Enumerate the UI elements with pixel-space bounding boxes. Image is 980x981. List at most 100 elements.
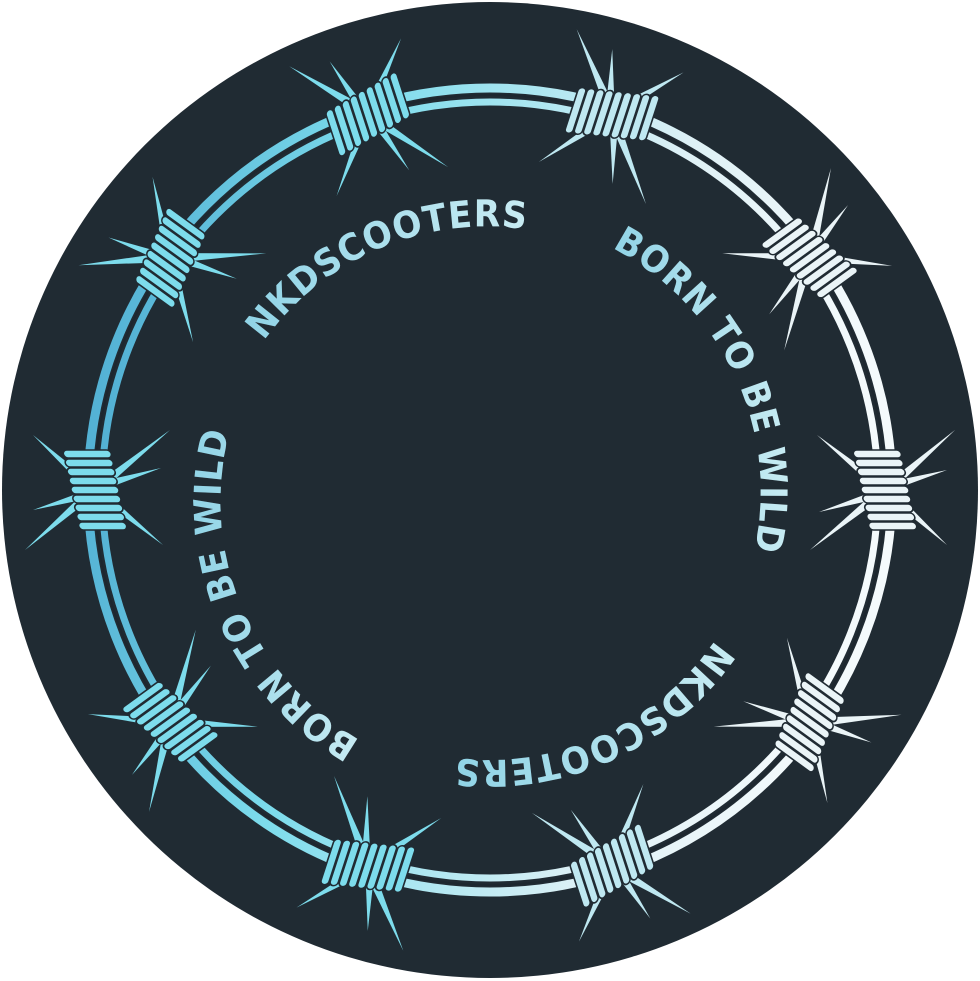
barb-coil [858,476,908,486]
barb-coil [121,681,165,714]
barb-coil [62,449,113,459]
barb-coil [781,721,823,757]
barb-spike [808,168,831,250]
barb-coil [155,712,199,745]
barb-coil [865,512,916,522]
barb-coil [854,458,905,468]
barb-coil [64,458,115,468]
barb-knot [810,430,955,550]
barb-coil [801,254,845,287]
barb-coil [633,823,655,872]
barb-coil [601,841,623,890]
barb-spike [100,430,170,488]
barb-coil [176,730,220,763]
barb-coil [329,839,352,887]
barb-spike [531,812,607,864]
barb-coil [347,841,371,889]
barb-knot [289,38,449,196]
barb-coil [365,843,389,891]
barb-coil [767,223,811,256]
barb-coil [149,240,191,275]
barb-spike [149,730,172,812]
barb-knot [713,637,902,804]
barb-coil [794,247,838,281]
barb-coil [585,850,607,900]
barb-coil [389,71,411,121]
barb-coil [393,845,416,894]
barb-coil [609,836,631,886]
barb-spike [373,116,449,168]
barb-coil [374,844,398,892]
barb-coil [625,827,647,877]
barb-knot [25,430,170,550]
barb-coil [381,76,403,125]
barb-coil [162,718,206,751]
barb-coil [157,223,199,259]
barb-coil [333,103,355,153]
barb-spike [366,873,404,951]
barb-coil [867,521,918,531]
barb-coil [792,696,834,731]
barb-coil [73,503,124,513]
barb-coil [788,241,832,274]
barb-coil [860,485,910,495]
barb-coil [161,215,203,250]
barb-coil [356,842,380,890]
barb-spike [810,492,880,550]
barb-coil [373,80,395,130]
barb-coil [815,266,859,299]
barb-knot [78,176,267,343]
barb-spike [180,253,267,263]
barb-coil [135,693,179,726]
barb-coil [77,521,128,531]
barb-coil [760,217,804,250]
barb-coil [320,838,343,886]
barb-knot [531,784,691,942]
barbed-wire-ring [25,29,955,951]
barb-coil [852,449,903,459]
barb-coil [577,855,599,904]
barb-coil [808,260,852,293]
barb-coil [582,88,606,136]
barb-coil [148,706,192,739]
barb-coil [365,85,387,134]
barb-group [25,29,955,951]
barb-coil [591,89,615,137]
barb-coil [619,92,642,140]
barb-coil [609,91,633,139]
barb-coil [617,832,639,881]
barb-coil [164,207,206,242]
barb-coil [338,840,361,888]
barb-spike [576,29,614,107]
barb-coil [862,494,912,504]
barb-coil [781,235,825,268]
barb-spike [25,492,90,550]
barb-coil [796,688,838,723]
barb-knot [722,168,893,351]
barb-coil [774,229,818,262]
barb-coil [341,99,363,148]
barb-coil [384,844,407,893]
barb-spike [611,122,646,205]
barb-coil [774,738,816,773]
barb-spike [784,266,811,351]
barb-coil [146,249,188,284]
barb-spike [890,430,955,488]
barb-coil [600,90,624,138]
barb-knot [296,775,442,951]
barb-spike [334,775,369,858]
barb-coil [804,671,846,706]
barb-coil [169,724,213,757]
barb-coil [75,512,126,522]
barb-coil [777,730,819,765]
barb-coil [800,679,842,715]
barb-spike [78,253,161,266]
barb-coil [66,467,117,477]
barb-coil [349,94,371,144]
barb-coil [628,93,651,141]
barb-coil [564,86,587,135]
barb-spike [169,629,196,714]
barb-knot [87,629,258,812]
